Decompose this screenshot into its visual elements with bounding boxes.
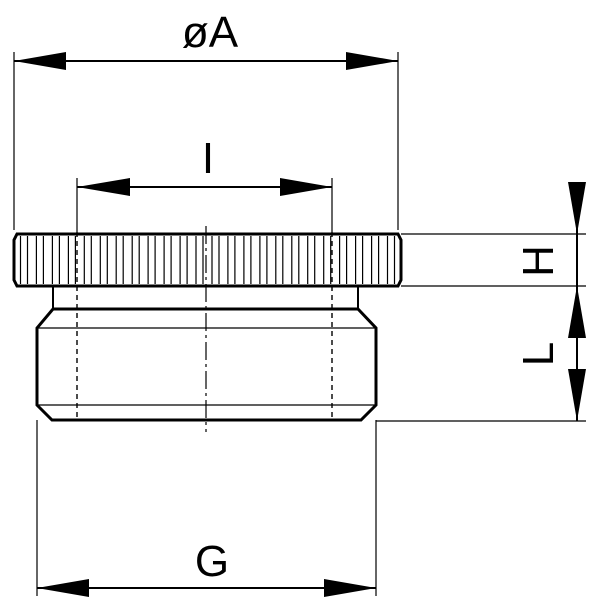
dimension-inner-i: I bbox=[76, 134, 333, 232]
knurl-ribs bbox=[19, 236, 396, 284]
label-length-l: L bbox=[514, 342, 563, 366]
dimension-diameter-a: øA bbox=[13, 8, 399, 230]
neck bbox=[52, 286, 359, 309]
label-diameter-a: øA bbox=[182, 8, 239, 57]
hidden-bore bbox=[76, 232, 333, 420]
label-height-h: H bbox=[514, 245, 563, 277]
right-extension-lines bbox=[376, 233, 586, 422]
dimension-height-h: H bbox=[514, 182, 586, 286]
dimension-thread-g: G bbox=[36, 420, 377, 597]
label-inner-i: I bbox=[202, 134, 214, 183]
knurled-head bbox=[12, 232, 403, 288]
dimension-length-l: L bbox=[514, 286, 586, 421]
label-thread-g: G bbox=[195, 537, 229, 586]
